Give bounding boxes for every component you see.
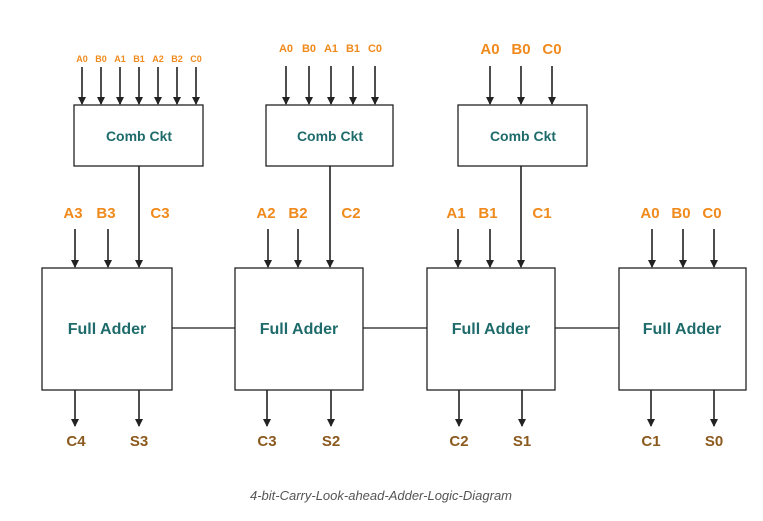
full-adder-box	[618, 267, 747, 391]
adder-0-inputs: A0 B0 C0	[640, 205, 722, 268]
comb-3-inputs: A0 B0 C0	[480, 41, 562, 105]
input-label: A0	[279, 43, 293, 55]
input-label: B1	[478, 205, 497, 222]
input-label: C0	[368, 43, 382, 55]
comb-block-2: Comb Ckt	[265, 104, 394, 167]
comb-block-box	[265, 104, 394, 167]
input-label: B0	[95, 54, 107, 64]
input-label: C0	[542, 41, 561, 58]
input-label: A1	[446, 205, 465, 222]
input-label: B2	[171, 54, 183, 64]
input-label: A1	[324, 43, 338, 55]
input-label: A1	[114, 54, 126, 64]
input-label: A0	[76, 54, 88, 64]
comb-block-label: Comb Ckt	[297, 128, 363, 144]
figure-caption: 4-bit-Carry-Look-ahead-Adder-Logic-Diagr…	[250, 488, 512, 503]
adder-3-inputs: A3 B3 C3	[63, 166, 170, 268]
input-label: B1	[346, 43, 360, 55]
full-adder-box	[234, 267, 364, 391]
input-label: A2	[256, 205, 275, 222]
comb-block-3: Comb Ckt	[457, 104, 588, 167]
input-label: C0	[702, 205, 721, 222]
input-label: A0	[480, 41, 499, 58]
full-adder-box	[41, 267, 173, 391]
full-adder-1: Full Adder	[426, 267, 556, 391]
input-label: C1	[532, 205, 551, 222]
comb-block-box	[457, 104, 588, 167]
input-label: C3	[150, 205, 169, 222]
input-label: B0	[671, 205, 690, 222]
adder-3-outputs: C4 S3	[66, 390, 148, 450]
input-label: C0	[190, 54, 202, 64]
comb-block-1: Comb Ckt	[73, 104, 204, 167]
adder-0-outputs: C1 S0	[641, 390, 723, 450]
comb-1-inputs: A0 B0 A1 B1 A2 B2 C0	[76, 54, 202, 105]
input-label: C2	[341, 205, 360, 222]
output-label: S1	[513, 433, 531, 450]
full-adder-label: Full Adder	[452, 321, 531, 338]
full-adder-2: Full Adder	[234, 267, 364, 391]
input-label: B2	[288, 205, 307, 222]
input-label: B1	[133, 54, 145, 64]
input-label: A0	[640, 205, 659, 222]
full-adder-3: Full Adder	[41, 267, 173, 391]
comb-2-inputs: A0 B0 A1 B1 C0	[279, 43, 382, 105]
comb-block-label: Comb Ckt	[490, 128, 556, 144]
adder-2-inputs: A2 B2 C2	[256, 166, 361, 268]
full-adder-label: Full Adder	[643, 321, 722, 338]
input-label: B3	[96, 205, 115, 222]
full-adder-box	[426, 267, 556, 391]
adder-2-outputs: C3 S2	[257, 390, 340, 450]
adder-1-outputs: C2 S1	[449, 390, 531, 450]
input-label: B0	[511, 41, 530, 58]
full-adder-label: Full Adder	[260, 321, 339, 338]
full-adder-0: Full Adder	[618, 267, 747, 391]
output-label: C3	[257, 433, 276, 450]
adder-1-inputs: A1 B1 C1	[446, 166, 552, 268]
input-label: A2	[152, 54, 164, 64]
output-label: C2	[449, 433, 468, 450]
output-label: S0	[705, 433, 723, 450]
output-label: C1	[641, 433, 660, 450]
output-label: C4	[66, 433, 86, 450]
full-adder-label: Full Adder	[68, 321, 147, 338]
comb-block-label: Comb Ckt	[106, 128, 172, 144]
input-label: A3	[63, 205, 82, 222]
input-label: B0	[302, 43, 316, 55]
output-label: S2	[322, 433, 340, 450]
output-label: S3	[130, 433, 148, 450]
comb-block-box	[73, 104, 204, 167]
